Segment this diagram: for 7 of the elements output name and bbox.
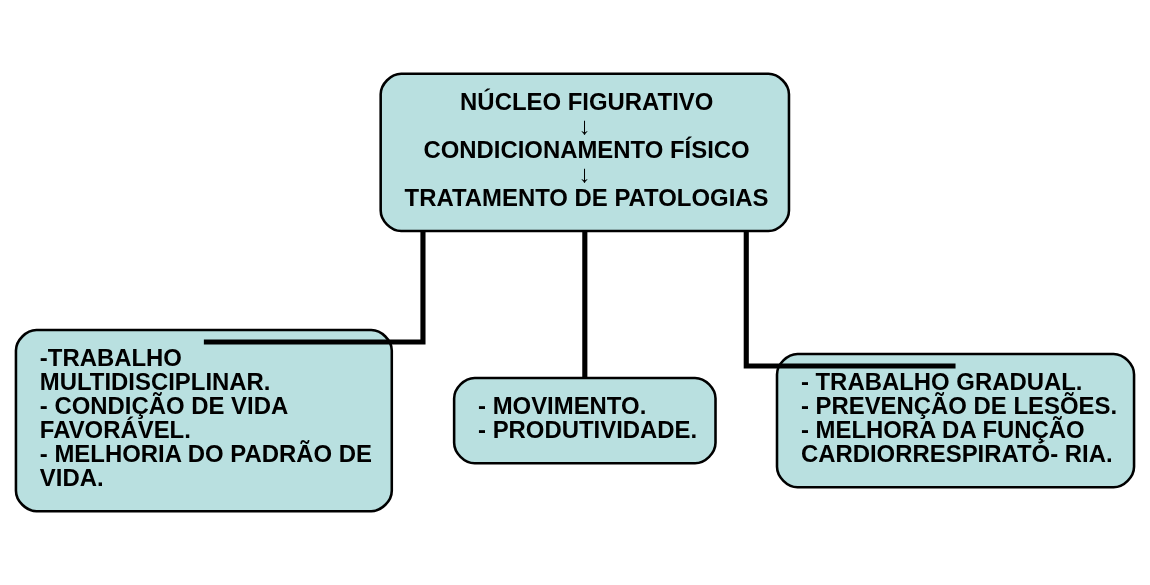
node-box: - TRABALHO GRADUAL. - PREVENÇÃO DE LESÕES. - MELHORA DA FUNÇÃO CARDIORRESPIRATÓ- RIA.	[775, 352, 1136, 489]
node-box: - MOVIMENTO. - PRODUTIVIDADE.	[452, 376, 717, 465]
connector	[203, 231, 426, 345]
node-box: -TRABALHO MULTIDISCIPLINAR. - CONDIÇÃO DE VIDA FAVORÁVEL. - MELHORIA DO PADRÃO DE VIDA.	[14, 328, 394, 513]
connector	[743, 231, 956, 369]
node-box: NÚCLEO FIGURATIVO ↓ CONDICIONAMENTO FÍSICO ↓ TRATAMENTO DE PATOLOGIAS	[379, 72, 791, 233]
connector	[582, 231, 588, 378]
